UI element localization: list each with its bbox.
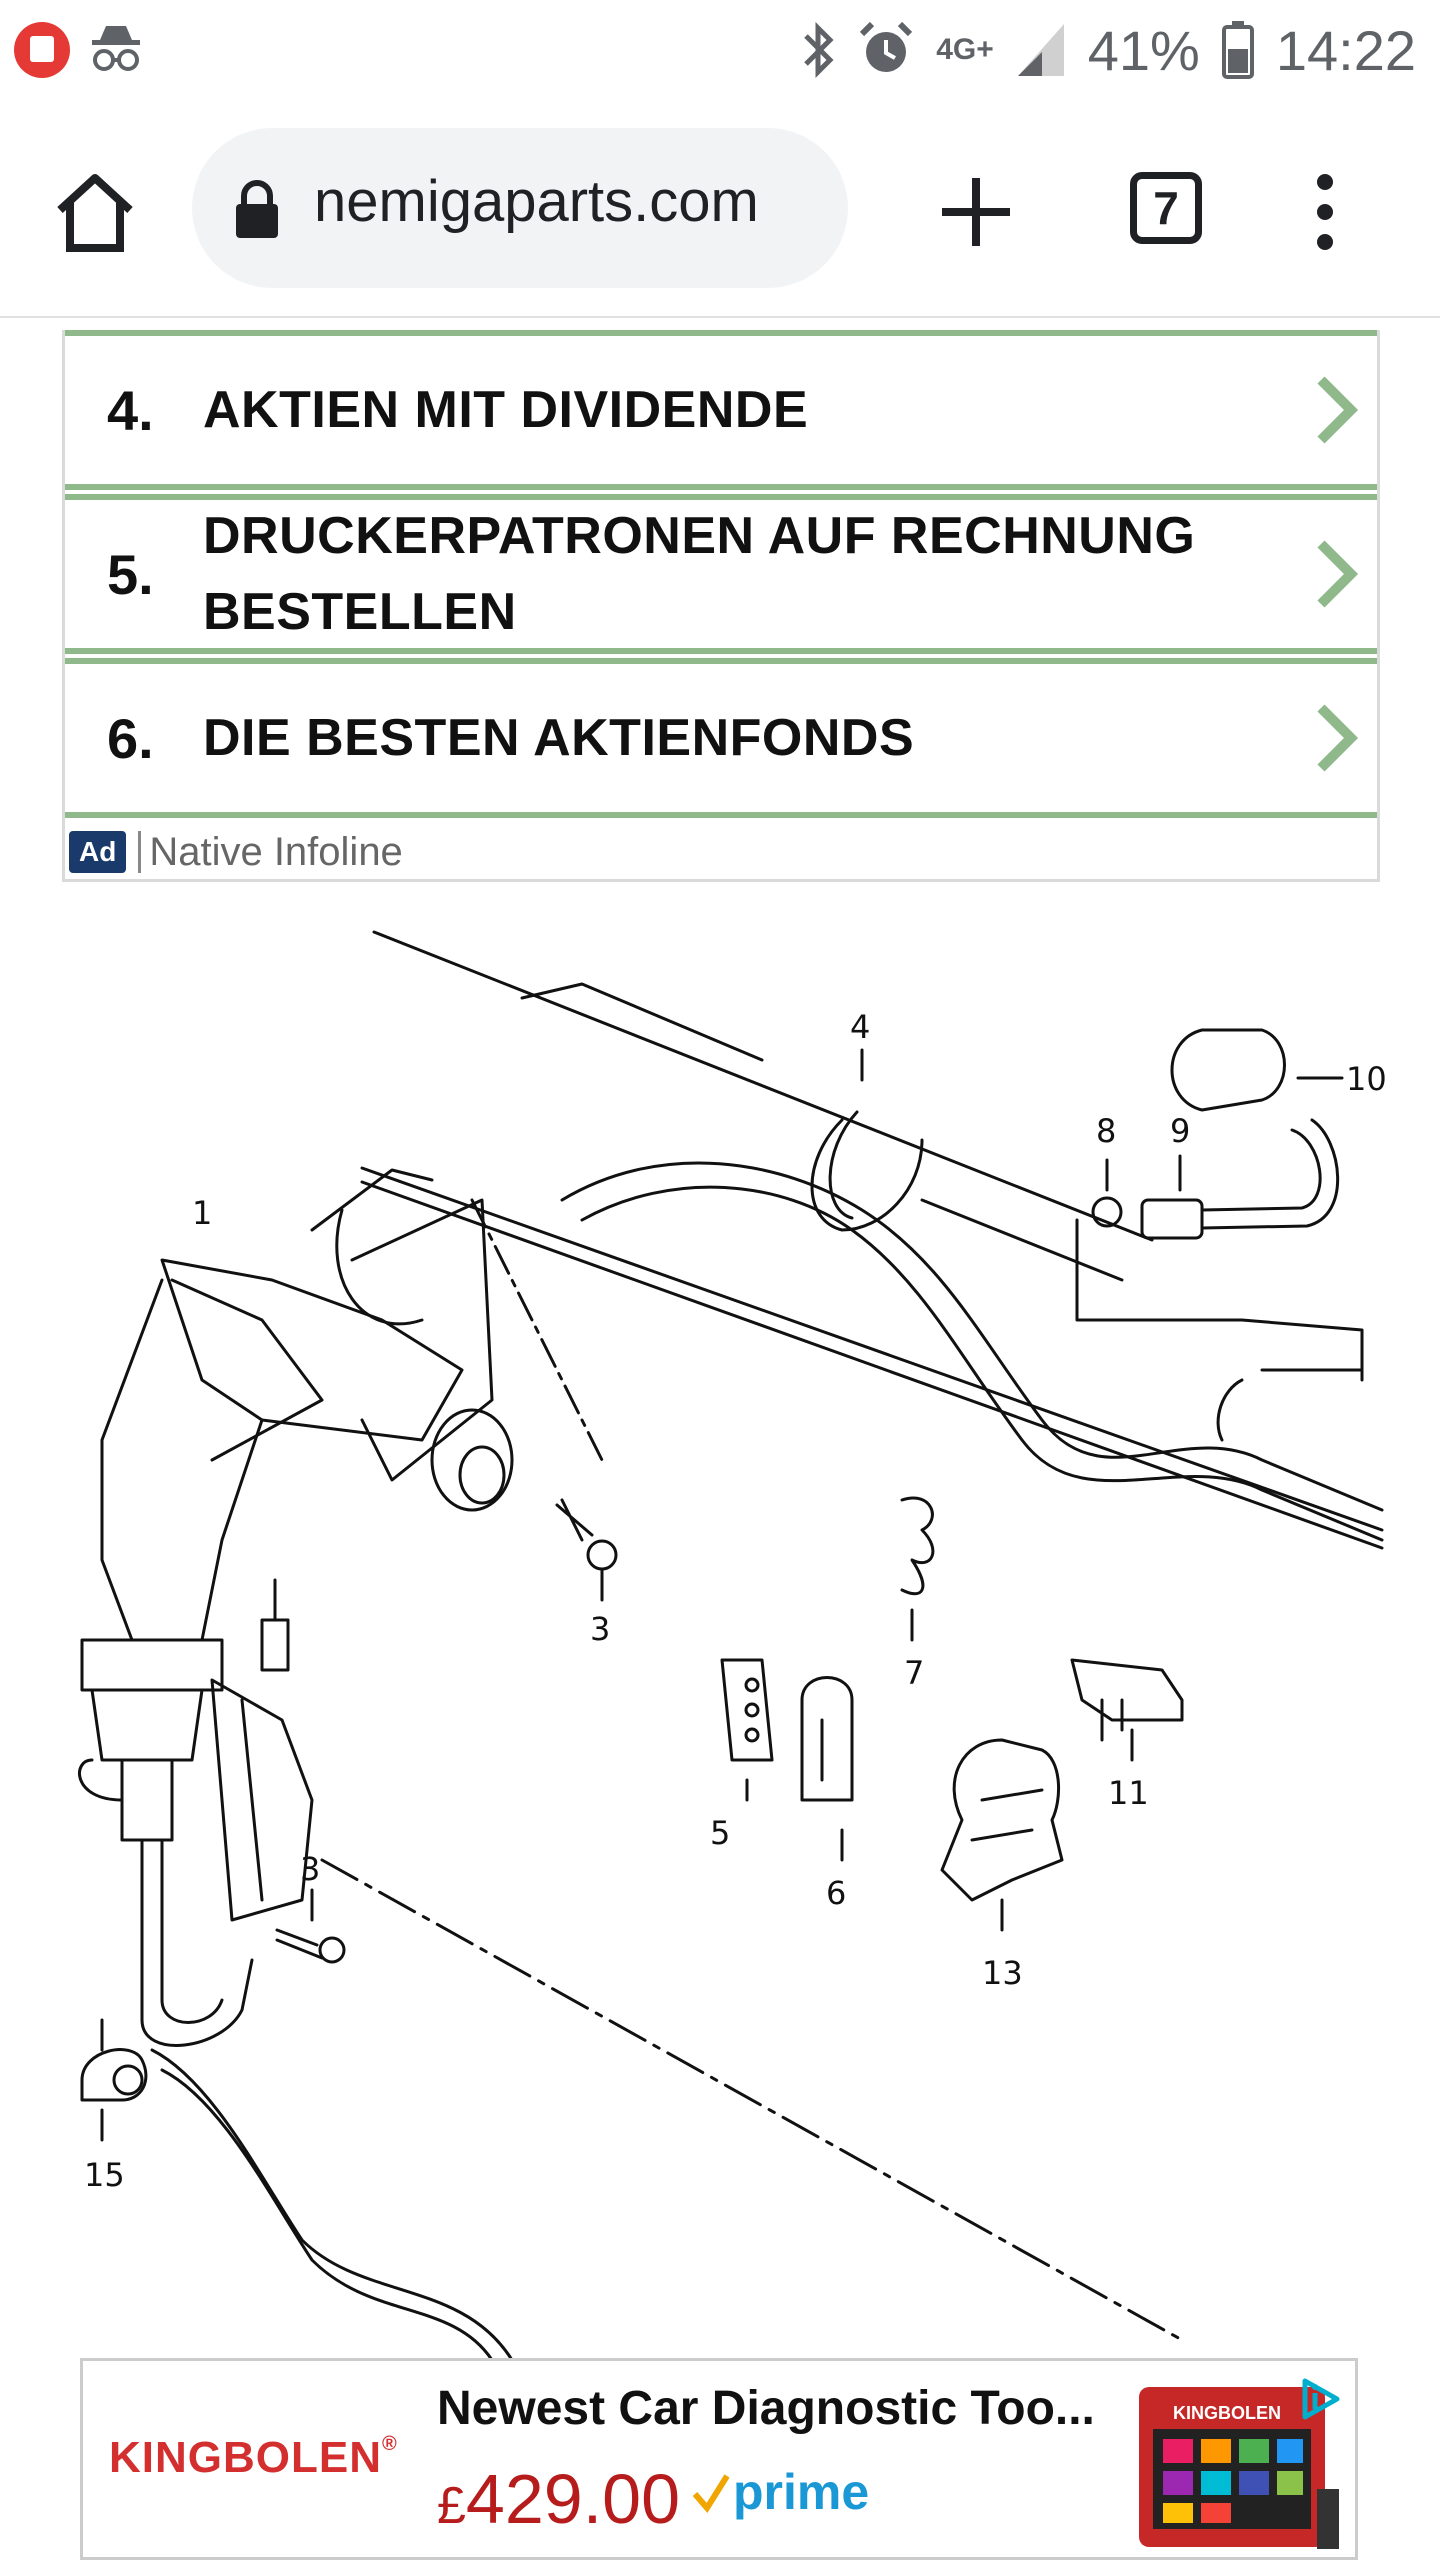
address-bar[interactable]: nemigaparts.com [192, 128, 848, 288]
product-image: KINGBOLEN [1139, 2387, 1339, 2549]
signal-icon [1017, 24, 1064, 76]
callout-4: 4 [850, 1008, 870, 1046]
callout-15: 15 [84, 2156, 125, 2194]
product-title: Newest Car Diagnostic Too... [437, 2382, 1095, 2435]
lock-icon [236, 180, 278, 238]
chevron-right-icon [1317, 540, 1359, 608]
browser-toolbar: nemigaparts.com 7 [0, 100, 1440, 318]
battery-percent: 41% [1087, 18, 1200, 82]
chevron-right-icon [1317, 376, 1359, 444]
link-number: 5. [107, 542, 154, 606]
incognito-icon [92, 26, 140, 71]
home-icon[interactable] [50, 166, 140, 256]
svg-text:KINGBOLEN: KINGBOLEN [1173, 2403, 1281, 2423]
callout-6: 6 [826, 1874, 846, 1912]
callout-7: 7 [904, 1654, 924, 1692]
link-number: 4. [107, 378, 154, 442]
link-label: DRUCKERPATRONEN AUF RECHNUNG BESTELLEN [203, 507, 1196, 641]
checkmark-icon [692, 2474, 730, 2514]
callout-9: 9 [1170, 1112, 1190, 1150]
callout-3: 3 [590, 1610, 610, 1648]
product-ad-banner[interactable]: KINGBOLEN® Newest Car Diagnostic Too... … [80, 2358, 1358, 2560]
parts-diagram: 1 3 3 4 5 6 7 8 9 10 11 13 15 [62, 900, 1387, 2362]
callout-13: 13 [982, 1954, 1023, 1992]
sponsored-link-6[interactable]: 6. DIE BESTEN AKTIENFONDS [65, 658, 1377, 818]
bluetooth-icon [804, 21, 834, 79]
ad-badge: Ad [69, 831, 127, 873]
url-text: nemigaparts.com [314, 169, 759, 234]
sponsored-link-list: 4. AKTIEN MIT DIVIDENDE 5. DRUCKERPATRON… [62, 330, 1380, 882]
more-vert-icon[interactable] [1310, 172, 1340, 252]
app-notification-icon [14, 22, 70, 78]
ad-attribution[interactable]: Ad Native Infoline [69, 830, 403, 874]
ad-source: Native Infoline [149, 829, 403, 874]
prime-badge: prime [691, 2463, 869, 2521]
divider [138, 831, 142, 873]
link-label: AKTIEN MIT DIVIDENDE [203, 381, 809, 439]
callout-10: 10 [1346, 1060, 1387, 1098]
link-label: DIE BESTEN AKTIENFONDS [203, 709, 915, 767]
callout-11: 11 [1108, 1774, 1149, 1812]
adchoices-icon[interactable] [1297, 2375, 1345, 2423]
status-bar: 4G+ 41% 14:22 [0, 0, 1440, 100]
callout-3-lower: 3 [300, 1850, 320, 1888]
alarm-icon [860, 21, 913, 72]
clock: 14:22 [1275, 18, 1416, 82]
product-price: £429.00 [437, 2460, 681, 2538]
new-tab-plus-icon[interactable] [936, 172, 1016, 252]
sponsored-link-4[interactable]: 4. AKTIEN MIT DIVIDENDE [65, 330, 1377, 490]
sponsored-link-5[interactable]: 5. DRUCKERPATRONEN AUF RECHNUNG BESTELLE… [65, 494, 1377, 654]
brand-logo: KINGBOLEN® [109, 2433, 398, 2482]
battery-icon [1221, 21, 1254, 79]
network-type: 4G+ [936, 33, 994, 66]
chevron-right-icon [1317, 704, 1359, 772]
tab-switcher-button[interactable]: 7 [1130, 172, 1202, 244]
callout-1: 1 [192, 1194, 212, 1232]
callout-5: 5 [710, 1814, 730, 1852]
link-number: 6. [107, 706, 154, 770]
callout-8: 8 [1096, 1112, 1116, 1150]
